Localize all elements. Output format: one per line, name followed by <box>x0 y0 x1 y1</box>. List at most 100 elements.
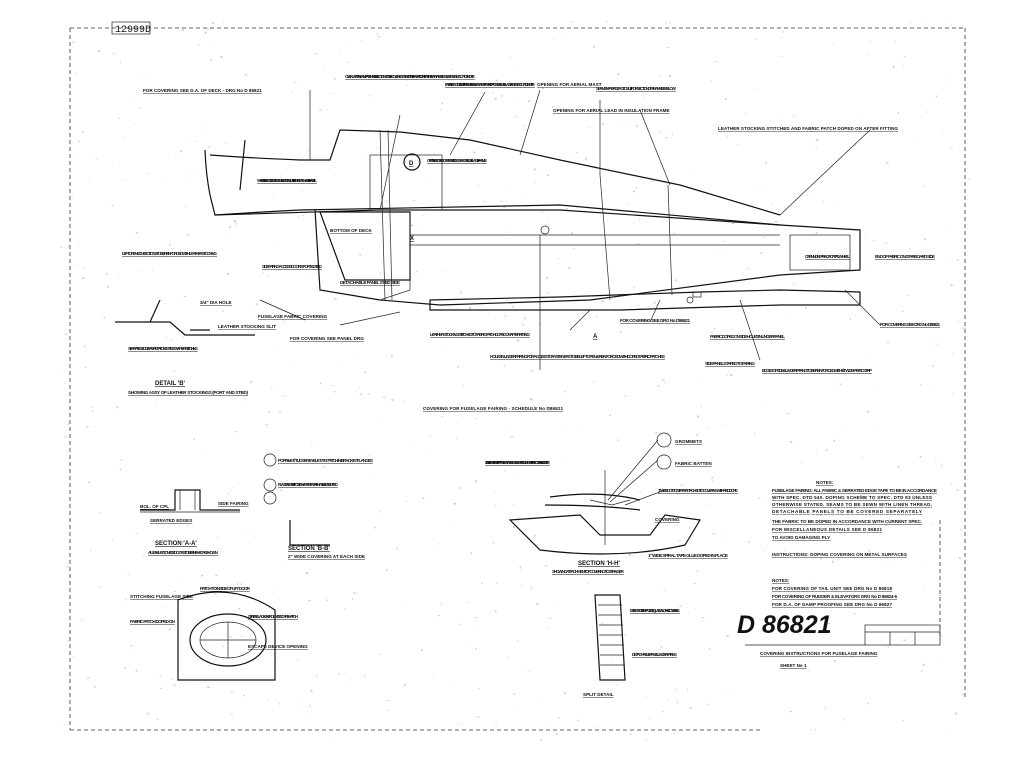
scan-speck <box>214 593 217 595</box>
scan-speck <box>445 270 446 272</box>
scan-speck <box>658 75 660 76</box>
scan-speck <box>515 116 518 118</box>
scan-speck <box>326 109 328 110</box>
scan-speck <box>669 74 671 77</box>
scan-speck <box>660 646 662 648</box>
scan-speck <box>227 586 228 588</box>
scan-speck <box>808 670 809 672</box>
scan-speck <box>204 31 207 34</box>
detail-b-title: DETAIL 'B' <box>155 381 186 387</box>
scan-speck <box>387 709 389 711</box>
scan-speck <box>548 407 551 409</box>
scan-speck <box>860 494 863 497</box>
scan-speck <box>168 628 171 631</box>
scan-speck <box>457 723 460 724</box>
label-bol: BOL. OF CPL <box>140 504 169 509</box>
scan-speck <box>501 200 503 202</box>
scan-speck <box>524 193 525 195</box>
scan-speck <box>120 61 122 64</box>
scan-speck <box>420 159 423 160</box>
scan-speck <box>180 150 183 153</box>
scan-speck <box>530 587 532 590</box>
scan-speck <box>87 677 90 679</box>
scan-speck <box>291 91 292 94</box>
scan-speck <box>932 523 934 526</box>
scan-speck <box>816 452 817 454</box>
scan-speck <box>469 306 472 309</box>
scan-speck <box>148 172 151 174</box>
scan-speck <box>363 371 366 374</box>
scan-speck <box>187 233 190 236</box>
scan-speck <box>903 56 906 57</box>
scan-speck <box>84 345 86 347</box>
scan-speck <box>422 497 425 499</box>
scan-speck <box>580 353 581 355</box>
scan-speck <box>227 493 229 495</box>
scan-speck <box>234 220 237 223</box>
scan-speck <box>944 225 946 227</box>
scan-speck <box>429 435 431 437</box>
scan-speck <box>617 439 619 442</box>
note-line: WITH SPEC. DTD 540. DOPING SCHEME TO SPE… <box>772 495 932 500</box>
scan-speck <box>422 215 424 216</box>
scan-speck <box>864 237 867 238</box>
callout-place-rivets: PLACE RIVETS IN POSITION AFTER FABRIC HA… <box>278 482 339 487</box>
scan-speck <box>722 424 723 425</box>
scan-speck <box>696 570 698 572</box>
callout-edges: EDGES OF SIDE & UNDERFAIRING TO BE REINF… <box>762 368 872 373</box>
scan-speck <box>727 690 729 693</box>
scan-speck <box>926 111 928 113</box>
scan-speck <box>901 310 904 312</box>
scan-speck <box>280 488 282 491</box>
scan-speck <box>120 459 123 461</box>
scan-speck <box>557 257 559 260</box>
scan-speck <box>719 250 721 252</box>
scan-speck <box>201 574 204 577</box>
scan-speck <box>922 663 925 666</box>
scan-speck <box>563 692 566 695</box>
callout-overlap: OVERLAP OF SEAM PATT - ANNE IN SECTIONS … <box>345 74 475 79</box>
scan-speck <box>608 309 611 311</box>
scan-speck <box>897 465 900 468</box>
scan-speck <box>284 563 286 564</box>
scan-speck <box>243 694 245 697</box>
scan-speck <box>627 82 630 83</box>
scan-speck <box>331 385 333 386</box>
label-covering: COVERING <box>655 517 680 522</box>
scan-speck <box>229 238 231 241</box>
scan-speck <box>496 405 497 407</box>
scan-speck <box>541 211 544 213</box>
scan-speck <box>107 285 109 288</box>
scan-speck <box>902 720 904 722</box>
scan-speck <box>842 600 844 602</box>
scan-speck <box>639 491 641 494</box>
scan-speck <box>307 711 309 713</box>
scan-speck <box>86 425 89 428</box>
scan-speck <box>113 52 115 55</box>
scan-speck <box>323 68 325 71</box>
scan-speck <box>135 533 138 535</box>
note-line: TO AVOID DAMAGING PLY <box>772 535 830 540</box>
drawing-border: 12999D <box>69 21 966 731</box>
scan-speck <box>712 554 714 556</box>
scan-speck <box>298 696 300 697</box>
callout-leather-slit: LEATHER STOCKING SLIT <box>218 324 276 329</box>
scan-speck <box>477 716 480 718</box>
scan-speck <box>88 481 91 484</box>
scan-speck <box>526 209 529 211</box>
scan-speck <box>167 156 169 158</box>
scan-speck <box>772 652 774 653</box>
scan-speck <box>64 383 66 384</box>
leader-lines <box>259 89 881 370</box>
scan-speck <box>483 201 486 202</box>
scan-speck <box>478 688 481 689</box>
scan-speck <box>885 242 887 244</box>
scan-speck <box>391 399 394 401</box>
scan-speck <box>405 85 408 86</box>
scan-speck <box>666 47 669 49</box>
scan-speck <box>403 684 406 687</box>
scan-speck <box>758 497 761 499</box>
callout-wide-strip: 2" WIDE FABRIC STRIP WITH SERRATED EDGES… <box>485 460 550 465</box>
scan-speck <box>577 719 580 721</box>
scan-speck <box>381 421 382 423</box>
